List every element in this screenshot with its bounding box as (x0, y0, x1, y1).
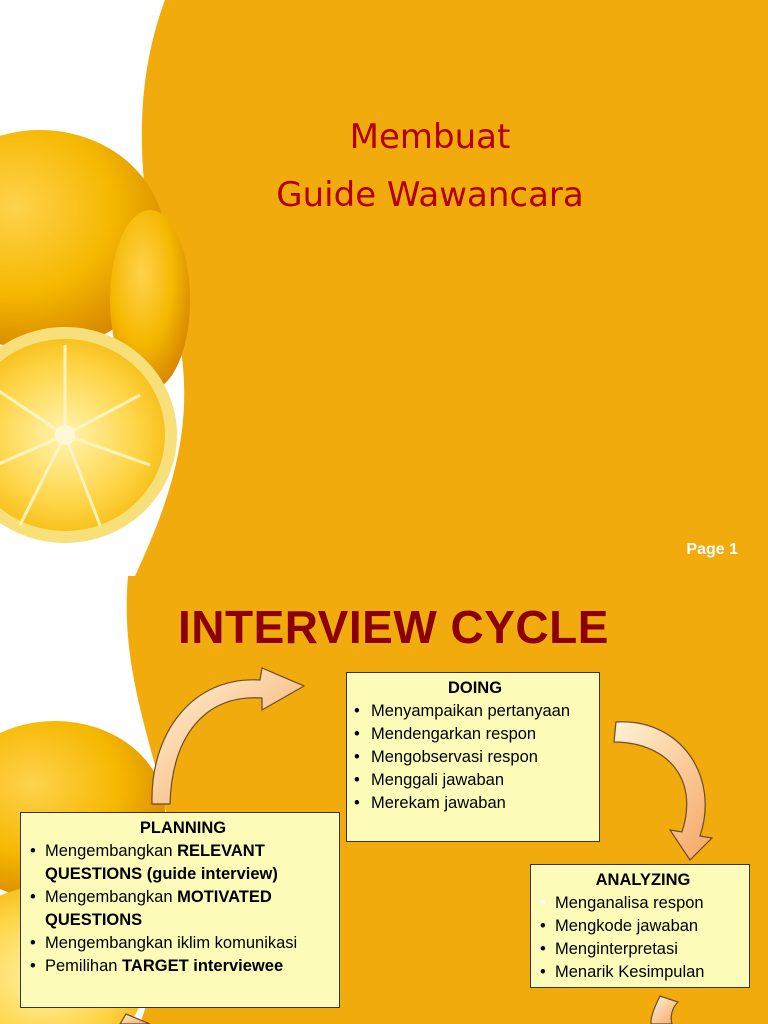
list-item: •Mengembangkan MOTIVATED QUESTIONS (30, 888, 272, 929)
analyzing-list: •Menganalisa respon •Mengkode jawaban •M… (537, 892, 749, 984)
analyzing-heading: ANALYZING (595, 871, 691, 889)
list-item: •Menganalisa respon (540, 894, 704, 912)
arrow-doing-to-analyzing (613, 721, 714, 861)
slide-title-heading: Membuat Guide Wawancara (230, 108, 630, 224)
planning-box: PLANNING •Mengembangkan RELEVANT QUESTIO… (20, 812, 340, 1008)
cycle-arrows (119, 667, 714, 1024)
list-item: •Mendengarkan respon (354, 725, 537, 743)
title-line-2: Guide Wawancara (276, 175, 584, 215)
arrow-return-to-planning (119, 1013, 151, 1024)
page-title: INTERVIEW CYCLE (178, 601, 609, 653)
page-number: Page 1 (686, 541, 738, 558)
list-item: •Mengembangkan RELEVANT QUESTIONS (guide… (30, 842, 278, 883)
list-item: •Menginterpretasi (540, 940, 678, 958)
list-item: •Menarik Kesimpulan (540, 963, 705, 981)
doing-heading: DOING (447, 679, 503, 697)
arrow-planning-to-doing (151, 667, 306, 805)
title-line-1: Membuat (349, 117, 511, 157)
list-item: •Pemilihan TARGET interviewee (30, 957, 284, 975)
list-item: •Merekam jawaban (354, 794, 506, 812)
planning-list: •Mengembangkan RELEVANT QUESTIONS (guide… (27, 840, 339, 978)
list-item: •Menggali jawaban (354, 771, 505, 789)
list-item: •Menyampaikan pertanyaan (354, 702, 571, 720)
lemon-illustration (0, 0, 190, 576)
list-item: •Mengobservasi respon (354, 748, 538, 766)
list-item: •Mengkode jawaban (540, 917, 699, 935)
doing-list: •Menyampaikan pertanyaan •Mendengarkan r… (351, 700, 599, 815)
slide-title: Membuat Guide Wawancara Page 1 (0, 0, 768, 576)
doing-box: DOING •Menyampaikan pertanyaan •Mendenga… (346, 672, 600, 842)
planning-heading: PLANNING (139, 819, 227, 837)
arrow-analyzing-out (650, 995, 680, 1024)
analyzing-box: ANALYZING •Menganalisa respon •Mengkode … (530, 864, 750, 988)
list-item: •Mengembangkan iklim komunikasi (30, 934, 298, 952)
